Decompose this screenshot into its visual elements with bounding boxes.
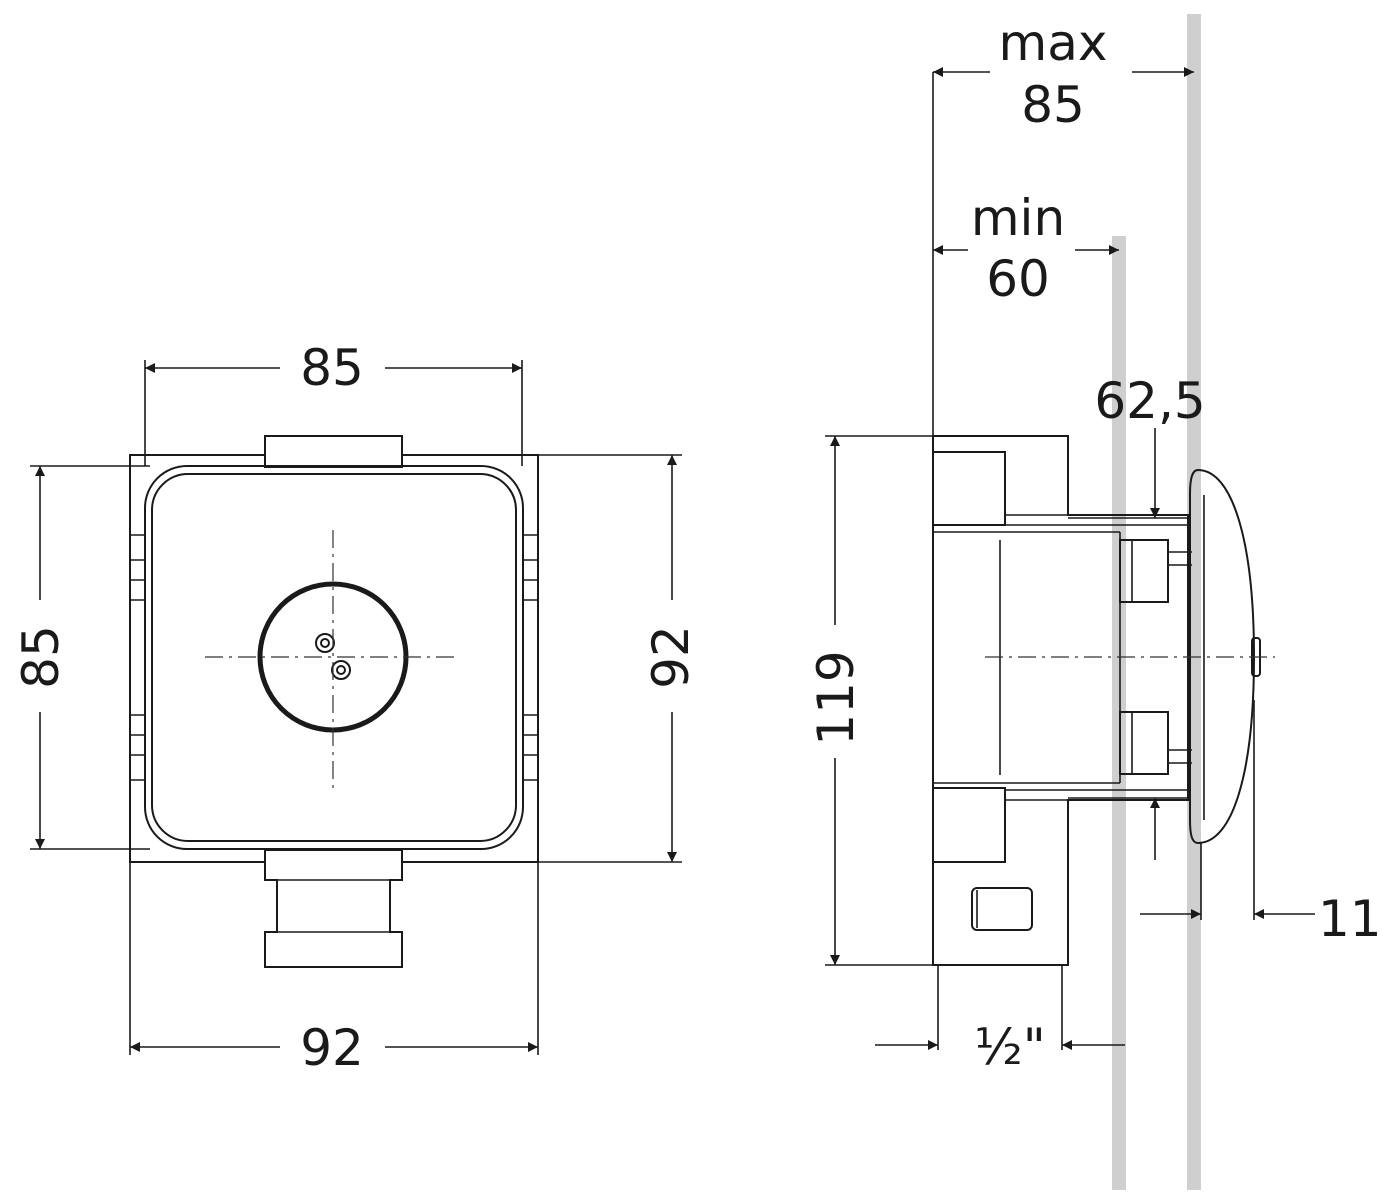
- front-left-upper-clip: [130, 534, 145, 601]
- front-top-connector: [264, 435, 403, 468]
- front-mounting-frame: [129, 454, 539, 863]
- front-dimensions: 85 92 85 92: [12, 339, 700, 1077]
- max-value-label: 85: [1021, 76, 1085, 134]
- front-height-outer-label: 92: [642, 625, 700, 689]
- front-screw: [320, 638, 330, 648]
- side-box-body: [932, 435, 1189, 966]
- side-mount-block: [1119, 539, 1169, 603]
- front-width-inner-label: 85: [300, 339, 364, 397]
- front-box-inner-outline: [151, 473, 517, 842]
- front-right-lower-clip: [523, 714, 538, 781]
- front-screw: [331, 660, 351, 680]
- side-bottom-flange: [933, 787, 1006, 863]
- side-bottom-outlet: [971, 887, 1033, 931]
- wall-surface-max: [1187, 14, 1201, 1190]
- front-box-outline: [144, 465, 524, 850]
- side-top-flange: [933, 451, 1006, 526]
- side-dimensions: max 85 min 60 62,5 119 ½" 11: [807, 14, 1382, 1076]
- thread-label: ½": [974, 1018, 1045, 1076]
- front-view: [129, 435, 539, 968]
- front-right-upper-clip: [523, 534, 538, 601]
- front-bottom-connector: [264, 850, 403, 968]
- plate-thickness-label: 11: [1318, 890, 1382, 948]
- front-height-inner-label: 85: [12, 625, 70, 689]
- front-left-lower-clip: [130, 714, 145, 781]
- plate-offset-label: 62,5: [1094, 372, 1205, 430]
- height-label: 119: [807, 650, 865, 745]
- min-value-label: 60: [986, 250, 1050, 308]
- side-cover-plate: [1189, 468, 1256, 845]
- max-label: max: [999, 14, 1108, 72]
- side-view: [932, 14, 1275, 1190]
- front-screw: [315, 633, 335, 653]
- front-screw: [336, 665, 346, 675]
- front-width-outer-label: 92: [300, 1019, 364, 1077]
- min-label: min: [971, 189, 1065, 247]
- side-mount-block: [1119, 711, 1169, 775]
